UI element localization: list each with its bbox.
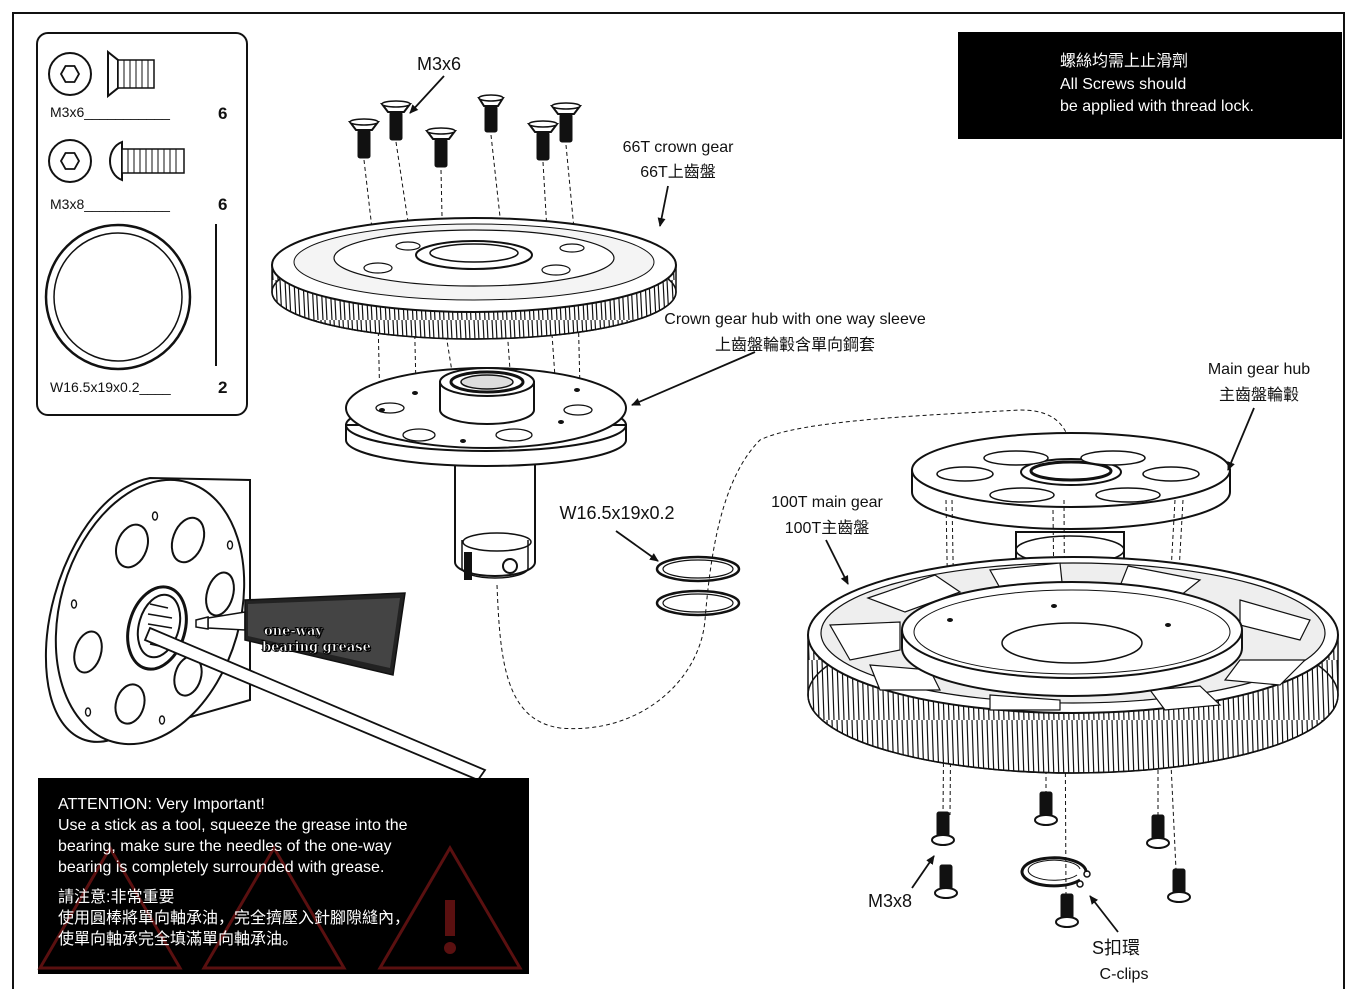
page-frame (12, 12, 1345, 989)
attention-line-1: Use a stick as a tool, squeeze the greas… (58, 817, 408, 834)
thread-lock-en-2: be applied with thread lock. (1060, 98, 1254, 115)
attention-title: ATTENTION: Very Important! (58, 796, 265, 813)
main-hub-label-en: Main gear hub (1207, 361, 1311, 378)
crown-gear-label-zh: 66T上齒盤 (640, 164, 716, 181)
main-gear-label-en: 100T main gear (771, 494, 883, 511)
parts-box-drawings (44, 49, 217, 371)
attention-line-2: bearing, make sure the needles of the on… (58, 838, 392, 855)
assembly-path (496, 409, 1075, 730)
thread-lock-note: 螺絲均需上止滑劑 All Screws should be applied wi… (958, 32, 1342, 139)
grease-tube-text-2: bearing grease (262, 640, 371, 656)
attention-zh-line-2: 使單向軸承完全填滿單向軸承油。 (58, 931, 299, 948)
main-gear-100t (807, 556, 1339, 774)
thread-lock-en-1: All Screws should (1060, 76, 1187, 93)
crown-gear-hub (345, 367, 627, 580)
washer-count: 2 (218, 378, 228, 397)
c-clip-label-zh: S扣環 (1091, 938, 1141, 958)
grease-illustration (44, 476, 487, 782)
thread-lock-zh: 螺絲均需上止滑劑 (1060, 53, 1189, 70)
c-clip-label-en: C-clips (1099, 966, 1149, 983)
crown-hub-label-en: Crown gear hub with one way sleeve (664, 311, 926, 328)
main-gear-label-zh: 100T主齒盤 (784, 520, 870, 537)
attention-zh-title: 請注意:非常重要 (58, 889, 175, 906)
parts-box (36, 32, 248, 416)
attention-panel: ATTENTION: Very Important! Use a stick a… (38, 778, 529, 974)
grease-tube-text-1: one-way (264, 624, 324, 640)
m3x8-label: M3x8 (868, 891, 913, 911)
m3x6-label: M3x6 (416, 54, 462, 74)
crown-gear-66t (271, 217, 677, 340)
attention-line-3: bearing is completely surrounded with gr… (58, 859, 385, 876)
washers (655, 555, 741, 617)
m3x6-count-label: M3x6___________ (50, 104, 170, 120)
m3x8-count: 6 (218, 195, 228, 214)
m3x8-screws (931, 791, 1191, 928)
attention-zh-line-1: 使用圓棒將單向軸承油，完全擠壓入針腳隙縫內， (58, 910, 411, 927)
m3x6-count: 6 (218, 104, 228, 123)
main-hub-label-zh: 主齒盤輪轂 (1218, 387, 1300, 404)
m3x8-count-label: M3x8___________ (50, 196, 170, 212)
leader-arrows (409, 75, 1255, 933)
attention-triangles (38, 845, 523, 970)
washer-label: W16.5x19x0.2 (559, 503, 675, 523)
crown-hub-label-zh: 上齒盤輪轂含單向鋼套 (714, 337, 876, 354)
crown-gear-label-en: 66T crown gear (622, 139, 734, 156)
washer-count-label: W16.5x19x0.2____ (50, 379, 171, 395)
m3x6-screws (348, 94, 582, 168)
c-clip (1020, 856, 1091, 888)
